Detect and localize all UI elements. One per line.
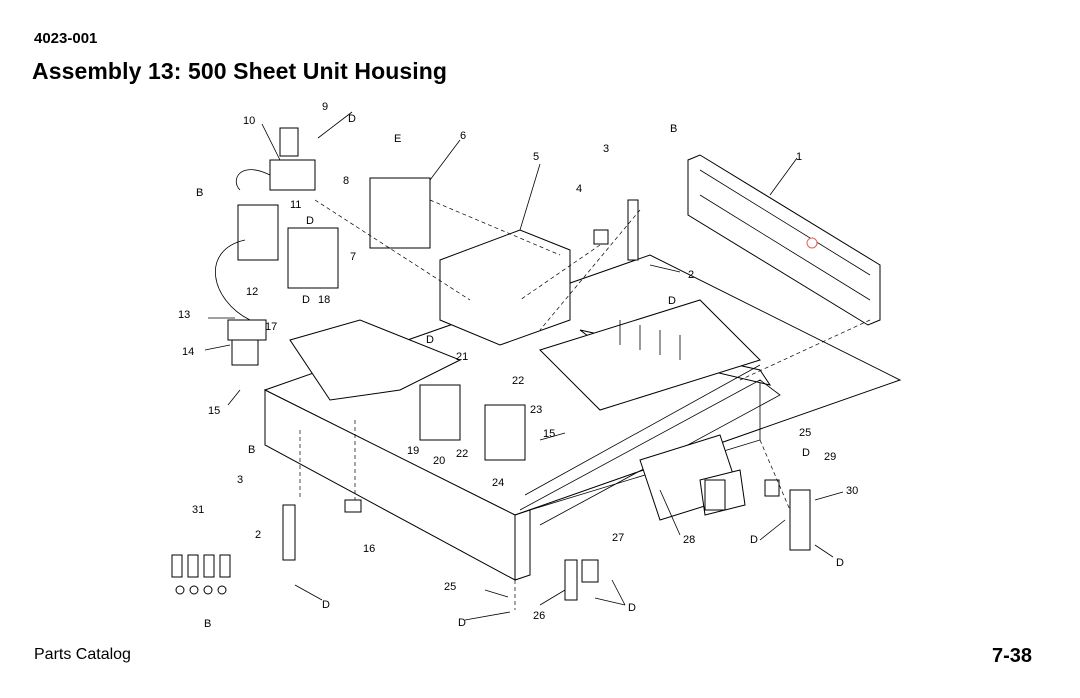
label-2: 2	[688, 269, 694, 281]
label-11: 11	[290, 199, 301, 211]
footer-catalog-name: Parts Catalog	[34, 646, 131, 663]
label-2: 2	[255, 529, 261, 541]
label-3: 3	[603, 143, 609, 155]
document-number: 4023-001	[34, 30, 98, 47]
label-24: 24	[492, 477, 504, 489]
label-15: 15	[543, 428, 555, 440]
label-31: 31	[192, 504, 204, 516]
label-b: B	[204, 618, 211, 630]
label-13: 13	[178, 309, 190, 321]
label-8: 8	[343, 175, 349, 187]
callout-labels: 10 9 D E 6 5 B 3 1 B 11 D 8 4 7 2 D 12 1…	[178, 101, 858, 630]
label-7: 7	[350, 251, 356, 263]
label-d: D	[322, 599, 330, 611]
page-title: Assembly 13: 500 Sheet Unit Housing	[32, 58, 448, 84]
assembly-guide-lines	[299, 199, 871, 610]
label-22: 22	[456, 448, 468, 460]
label-25: 25	[799, 427, 811, 439]
label-28: 28	[683, 534, 695, 546]
label-d: D	[348, 113, 356, 125]
rear-frame-part	[687, 154, 881, 326]
label-30: 30	[846, 485, 858, 497]
label-16: 16	[363, 543, 375, 555]
label-23: 23	[530, 404, 542, 416]
label-12: 12	[246, 286, 258, 298]
label-22: 22	[512, 375, 524, 387]
label-26: 26	[533, 610, 545, 622]
label-d: D	[306, 215, 314, 227]
label-d: D	[836, 557, 844, 569]
label-27: 27	[612, 532, 624, 544]
label-b: B	[196, 187, 203, 199]
label-d: D	[302, 294, 310, 306]
label-14: 14	[182, 346, 194, 358]
label-1: 1	[796, 151, 802, 163]
label-d: D	[458, 617, 466, 629]
label-d: D	[668, 295, 676, 307]
label-15: 15	[208, 405, 220, 417]
label-5: 5	[533, 151, 539, 163]
label-20: 20	[433, 455, 445, 467]
label-d: D	[628, 602, 636, 614]
label-9: 9	[322, 101, 328, 113]
label-4: 4	[576, 183, 582, 195]
label-3: 3	[237, 474, 243, 486]
label-6: 6	[460, 130, 466, 142]
callout-leaders	[204, 111, 844, 621]
label-d: D	[802, 447, 810, 459]
label-e: E	[394, 133, 401, 145]
label-18: 18	[318, 294, 330, 306]
label-d: D	[426, 334, 434, 346]
label-21: 21	[456, 351, 468, 363]
label-29: 29	[824, 451, 836, 463]
page-number: 7-38	[991, 645, 1032, 667]
label-25: 25	[444, 581, 456, 593]
left-components	[171, 127, 811, 601]
label-d: D	[750, 534, 758, 546]
label-b: B	[248, 444, 255, 456]
label-b: B	[670, 123, 677, 135]
label-10: 10	[243, 115, 255, 127]
label-17: 17	[265, 321, 277, 333]
label-19: 19	[407, 445, 419, 457]
